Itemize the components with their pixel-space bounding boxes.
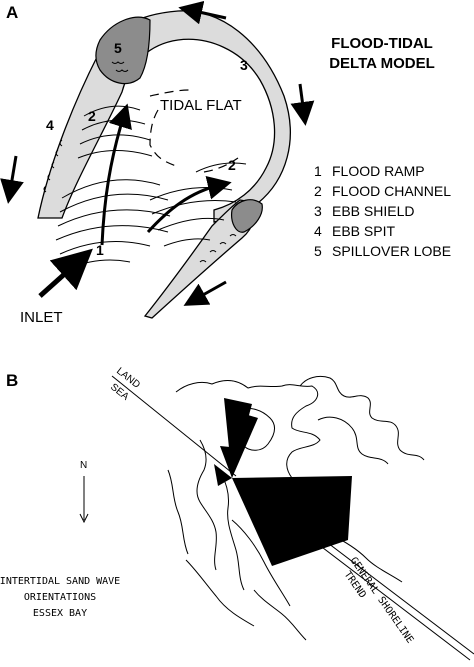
label-5: 5 [114,40,122,56]
land-sea-line [111,375,237,477]
north-label: N [80,460,87,471]
sand-wave-rose [214,398,352,566]
north-arrow: N [79,460,89,524]
label-4: 4 [46,117,54,133]
ebb-spit-right [143,199,256,319]
legend-num-1: 1 [314,163,322,179]
flood-channel-arrow-2 [146,176,232,234]
panel-b-label: B [6,371,18,390]
legend-text-4: EBB SPIT [332,223,395,239]
ebb-arrow-top [178,0,227,25]
diagram-title-line2: DELTA MODEL [329,55,435,72]
legend-num-2: 2 [314,183,322,199]
legend-text-3: EBB SHIELD [332,203,414,219]
legend-num-4: 4 [314,223,322,239]
legend-text-5: SPILLOVER LOBE [332,243,451,259]
legend: 1 FLOOD RAMP 2 FLOOD CHANNEL 3 EBB SHIEL… [314,163,451,259]
label-1: 1 [96,242,104,258]
ebb-arrow-left [0,155,24,204]
caption-line2: ORIENTATIONS [24,592,96,603]
panel-b: B LAND SEA [0,366,474,661]
rose-wedge-northwest [220,446,240,478]
legend-num-3: 3 [314,203,322,219]
legend-text-1: FLOOD RAMP [332,163,425,179]
ebb-arrow-right [290,83,315,126]
caption-line3: ESSEX BAY [33,608,87,619]
rose-wedge-north-2 [232,412,258,478]
rose-wedge-southeast [232,476,352,566]
flood-ramp-ripples [55,105,247,269]
tidal-flat-outline [149,89,239,173]
caption-line1: INTERTIDAL SAND WAVE [0,576,120,587]
legend-num-5: 5 [314,243,322,259]
label-3: 3 [240,57,248,73]
panel-a: A [0,0,451,326]
spit-marks [43,61,237,263]
shoreline-label-line1: GENERAL SHORELINE [348,555,416,645]
panel-a-label: A [6,3,18,22]
flood-channel-arrow-1 [100,103,132,246]
diagram-title-line1: FLOOD-TIDAL [331,35,433,52]
label-2b: 2 [228,157,236,173]
label-2a: 2 [88,108,96,124]
spillover-lobe-top [95,16,151,85]
sea-label: SEA [108,382,131,403]
inlet-label: INLET [20,309,63,326]
ebb-arrow-bottom [183,280,227,306]
legend-text-2: FLOOD CHANNEL [332,183,451,199]
inlet-arrow [38,248,93,298]
spillover-lobe-right [231,199,263,233]
tidal-flat-label: TIDAL FLAT [160,97,242,114]
rose-wedge-west [214,464,232,486]
